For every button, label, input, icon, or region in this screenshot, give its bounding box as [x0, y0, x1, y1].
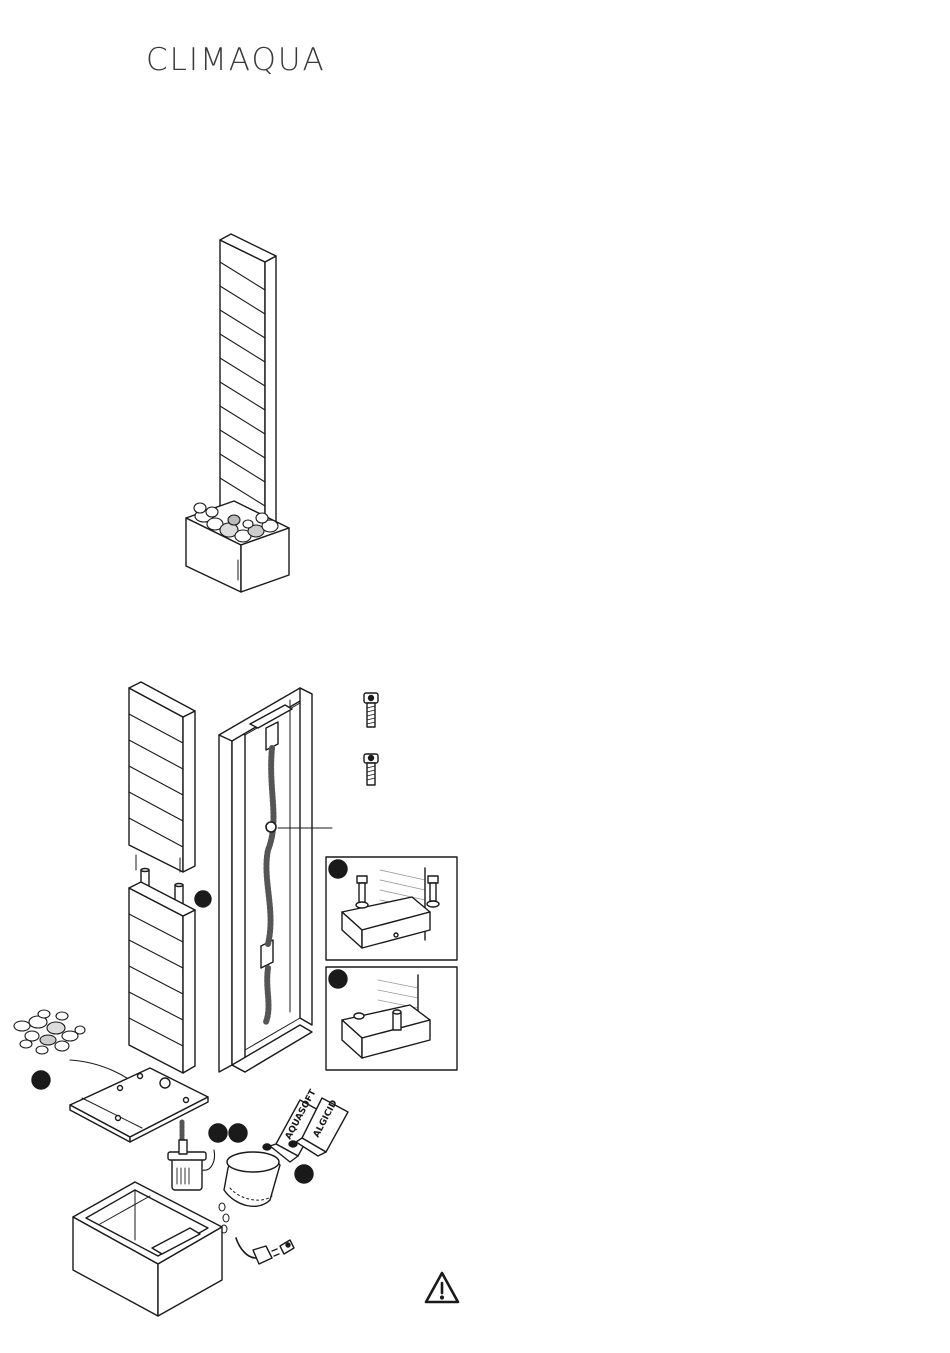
hose	[266, 748, 273, 944]
step-marker	[295, 1165, 313, 1183]
step-marker	[209, 1124, 227, 1142]
water-jug	[219, 1152, 280, 1233]
pump	[168, 1140, 215, 1190]
step-marker	[32, 1071, 50, 1089]
step-marker	[229, 1124, 247, 1142]
lower-panel	[129, 882, 195, 1073]
step-marker	[195, 891, 211, 907]
warning-triangle-icon	[426, 1273, 458, 1302]
loose-pebbles	[14, 1010, 85, 1054]
detail-box-1	[326, 857, 457, 960]
power-plug	[236, 1238, 294, 1264]
detail-box-2	[326, 967, 457, 1070]
upper-panel	[129, 682, 195, 872]
base-plate	[70, 1068, 208, 1142]
screw-icons	[364, 693, 378, 785]
assembled-fountain	[186, 234, 289, 592]
basin	[73, 1182, 222, 1316]
